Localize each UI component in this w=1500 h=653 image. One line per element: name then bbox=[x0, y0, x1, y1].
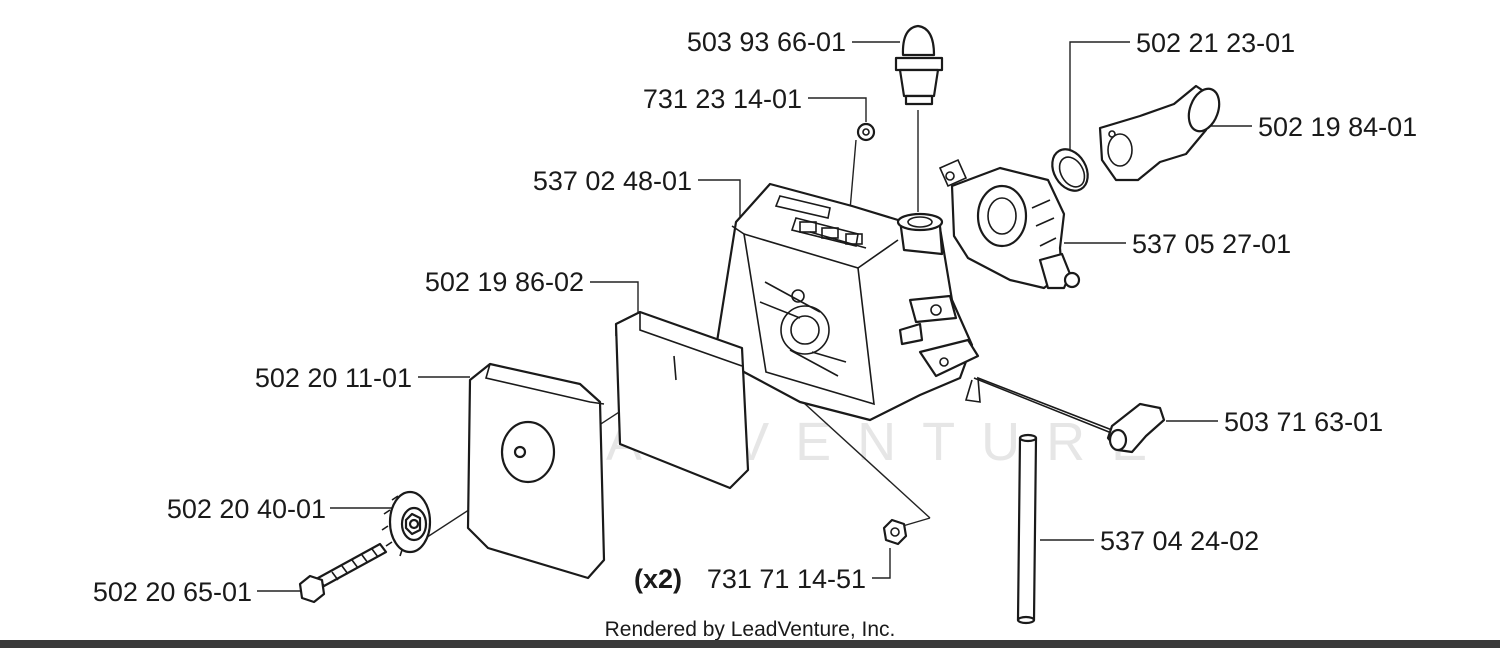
label-choke-rod: 503 71 63-01 bbox=[1224, 407, 1383, 437]
footer-credit: Rendered by LeadVenture, Inc. bbox=[605, 618, 896, 641]
intake-boot-part bbox=[1098, 84, 1221, 182]
knob-part bbox=[381, 490, 432, 557]
air-filter-cover-part bbox=[466, 362, 606, 580]
label-nut-quantity: (x2) bbox=[634, 564, 682, 594]
label-filter-holder: 537 02 48-01 bbox=[533, 166, 692, 196]
label-intake-boot: 502 19 84-01 bbox=[1258, 112, 1417, 142]
label-carburetor: 537 05 27-01 bbox=[1132, 229, 1291, 259]
label-primer-bulb: 503 93 66-01 bbox=[687, 27, 846, 57]
screw-part bbox=[298, 542, 388, 604]
label-gasket-ring: 502 21 23-01 bbox=[1136, 28, 1295, 58]
primer-bulb-part bbox=[894, 24, 944, 106]
label-screw: 502 20 65-01 bbox=[93, 577, 252, 607]
bottom-border-bar bbox=[0, 640, 1500, 648]
choke-rod-part bbox=[964, 376, 1166, 454]
label-filter-insert: 502 19 86-02 bbox=[425, 267, 584, 297]
fuel-hose-part bbox=[1016, 433, 1038, 625]
label-fuel-hose: 537 04 24-02 bbox=[1100, 526, 1259, 556]
filter-holder-part bbox=[714, 182, 980, 422]
carburetor-part bbox=[938, 158, 1081, 290]
label-knob: 502 20 40-01 bbox=[167, 494, 326, 524]
small-nut-part bbox=[856, 122, 876, 142]
filter-insert-part bbox=[614, 310, 750, 490]
label-air-filter-cover: 502 20 11-01 bbox=[255, 363, 412, 393]
label-hex-nut: 731 71 14-51 bbox=[707, 564, 866, 594]
label-nut-small: 731 23 14-01 bbox=[643, 84, 802, 114]
callout-labels: 503 93 66-01 731 23 14-01 537 02 48-01 5… bbox=[93, 27, 1417, 607]
hex-nut-part bbox=[882, 518, 908, 546]
gasket-ring-part bbox=[1051, 148, 1089, 192]
